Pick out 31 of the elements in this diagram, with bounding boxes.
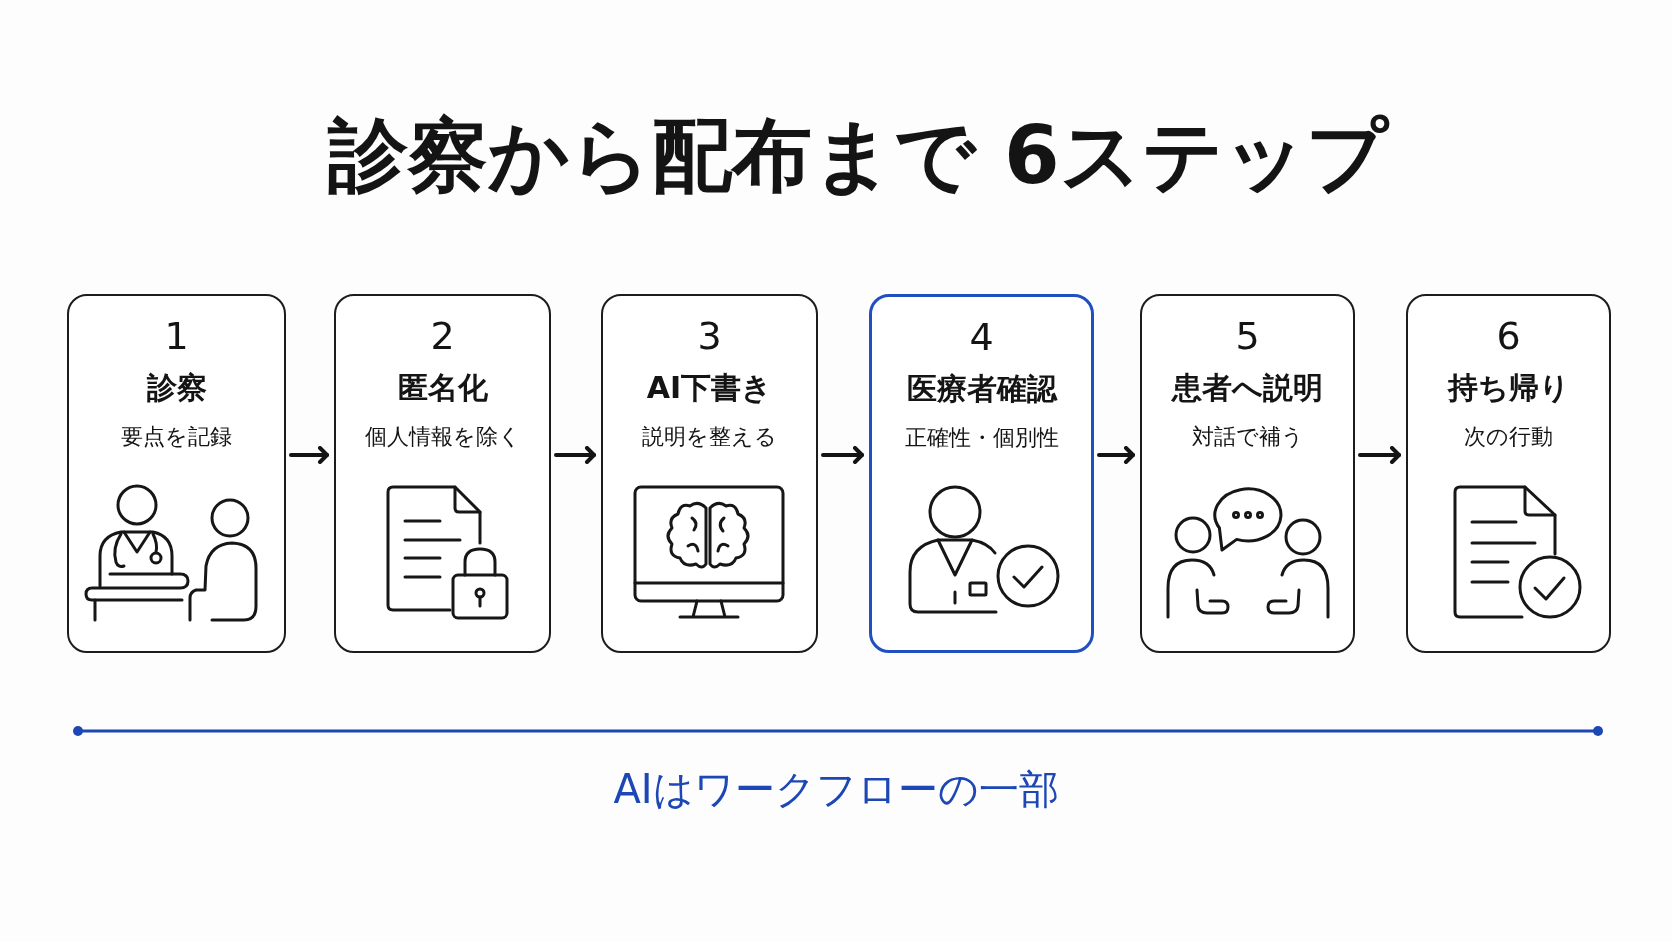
step-title: 診察 (146, 369, 207, 407)
arrow (821, 446, 864, 464)
step-card (869, 294, 1094, 653)
step-title: AI下書き (646, 369, 773, 407)
arrow (1358, 446, 1401, 464)
step-title: 医療者確認 (906, 370, 1057, 408)
diagram-title: 診察から配布まで 6ステップ (328, 108, 1388, 204)
step-number: 4 (969, 314, 994, 361)
workflow-note: AIはワークフローの一部 (613, 765, 1059, 814)
step-number: 2 (430, 313, 455, 360)
step-title: 匿名化 (397, 369, 488, 407)
step-number: 5 (1235, 313, 1260, 360)
arrow (1097, 446, 1135, 464)
step-title: 持ち帰り (1447, 369, 1570, 407)
arrow (554, 446, 596, 464)
step-description: 次の行動 (1464, 423, 1553, 451)
step-description: 要点を記録 (121, 423, 232, 451)
step-card (601, 294, 818, 653)
step-title: 患者へ説明 (1172, 369, 1323, 407)
step-number: 1 (164, 313, 189, 360)
step-card (1140, 294, 1355, 653)
step-description: 正確性・個別性 (904, 424, 1059, 452)
step-card (1406, 294, 1611, 653)
step-number: 3 (697, 313, 722, 360)
arrow (289, 446, 329, 464)
step-card (334, 294, 551, 653)
step-description: 対話で補う (1191, 423, 1304, 451)
step-description: 個人情報を除く (364, 423, 521, 451)
step-card (67, 294, 286, 653)
step-number: 6 (1496, 313, 1521, 360)
step-description: 説明を整える (642, 423, 777, 451)
